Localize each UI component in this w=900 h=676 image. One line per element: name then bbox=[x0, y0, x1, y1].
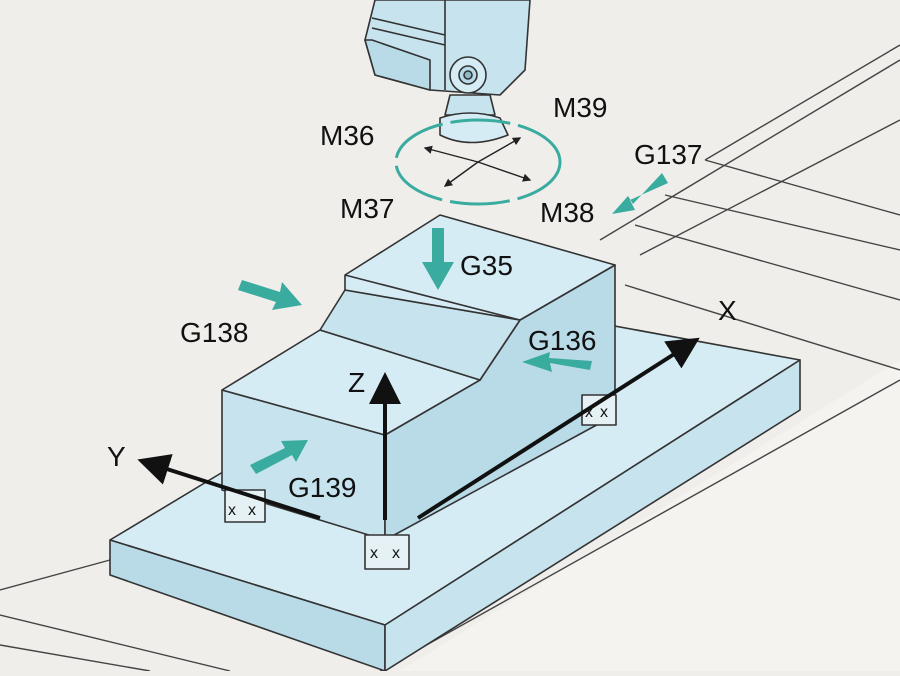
label-g139: G139 bbox=[288, 472, 357, 503]
y-axis bbox=[137, 454, 321, 520]
label-m38: M38 bbox=[540, 197, 594, 228]
foot-left-mark-2: x bbox=[248, 502, 256, 519]
direction-arrows: G137 G35 G138 G136 G139 bbox=[180, 139, 703, 503]
label-m37: M37 bbox=[340, 193, 394, 224]
foot-left bbox=[224, 489, 266, 523]
g139-arrow bbox=[250, 440, 308, 474]
foot-right-mark-1: x bbox=[585, 404, 593, 421]
label-g137: G137 bbox=[634, 139, 703, 170]
foot-left-mark-1: x bbox=[228, 502, 236, 519]
label-m36: M36 bbox=[320, 120, 374, 151]
machine-table bbox=[0, 44, 900, 672]
foot-front bbox=[364, 534, 410, 570]
foot-front-mark-1: x bbox=[370, 545, 378, 562]
g136-arrow bbox=[522, 352, 592, 372]
g137-arrow bbox=[612, 173, 668, 214]
m39-direction bbox=[477, 137, 522, 163]
m36-direction bbox=[423, 145, 479, 163]
x-axis bbox=[416, 337, 700, 520]
m38-direction bbox=[477, 161, 532, 182]
rotation-indicator: M36 M37 M38 M39 bbox=[320, 92, 607, 228]
y-axis-label: Y bbox=[107, 441, 126, 472]
label-g138: G138 bbox=[180, 317, 249, 348]
g35-arrow bbox=[422, 228, 454, 290]
m37-direction bbox=[443, 161, 479, 187]
coordinate-axes: Z Y X bbox=[107, 295, 737, 520]
label-g136: G136 bbox=[528, 325, 597, 356]
label-g35: G35 bbox=[460, 250, 513, 281]
label-m39: M39 bbox=[553, 92, 607, 123]
g138-arrow bbox=[238, 280, 302, 310]
x-axis-label: X bbox=[718, 295, 737, 326]
spindle-head bbox=[364, 0, 531, 144]
foot-front-mark-2: x bbox=[392, 545, 400, 562]
z-axis-label: Z bbox=[348, 367, 365, 398]
foot-right-mark-2: x bbox=[600, 404, 608, 421]
rotation-circle bbox=[394, 118, 562, 206]
